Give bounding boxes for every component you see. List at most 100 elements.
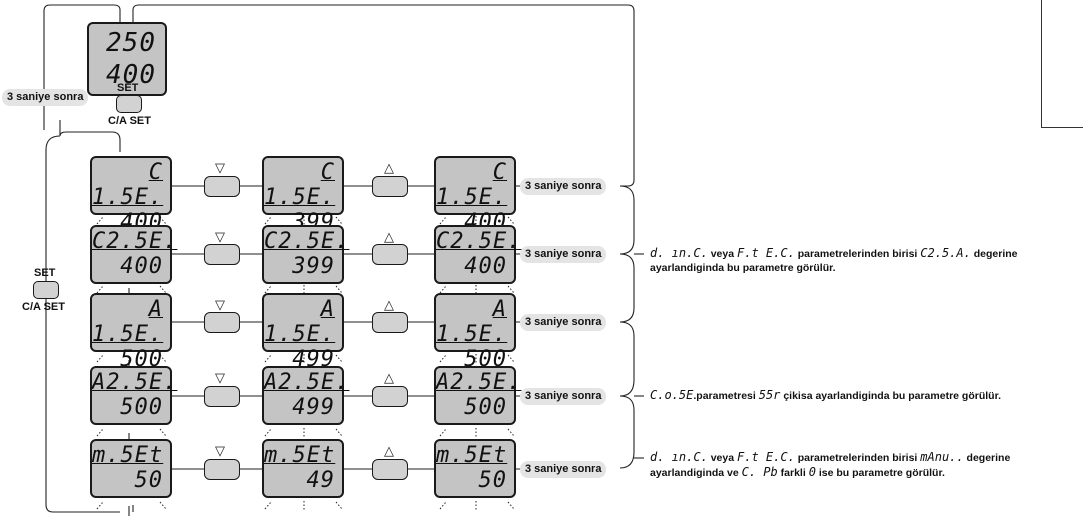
display-c2se-3: C2.5E.400 — [434, 225, 522, 284]
down-arrow-icon: ▽ — [215, 229, 225, 244]
down-button[interactable] — [204, 244, 240, 265]
display-parameter: C 1.5E. — [436, 160, 508, 210]
down-arrow-icon: ▽ — [215, 370, 225, 385]
delay-label: 3 saniye sonra — [520, 314, 607, 331]
down-arrow-icon: ▽ — [215, 443, 225, 458]
note-text: farkli — [777, 467, 809, 479]
top-ca-set-label: C/A SET — [108, 115, 151, 127]
display-c1se-3: C 1.5E.400 — [434, 156, 516, 235]
up-button[interactable] — [372, 386, 408, 407]
segment-code: C. Pb — [741, 465, 778, 479]
segment-code: F.t E.C. — [737, 450, 795, 464]
delay-label: 3 saniye sonra — [520, 178, 607, 195]
corner-frame — [1041, 0, 1083, 128]
display-a1se-2: A 1.5E.499 — [262, 293, 344, 372]
down-button[interactable] — [204, 312, 240, 333]
display-a2se-2: A2.5E.499 — [262, 366, 350, 425]
top-set-button[interactable] — [116, 95, 142, 113]
segment-code: C2.5.A. — [920, 246, 971, 260]
note-text: çikisa ayarlandiginda bu parametre görül… — [780, 390, 1001, 402]
display-parameter: C2.5E. — [264, 229, 350, 254]
display-value: 49 — [306, 468, 335, 493]
display-parameter: C2.5E. — [92, 229, 178, 254]
display-parameter: C 1.5E. — [264, 160, 336, 210]
note-text: ayarlandiginda ve — [650, 467, 742, 479]
down-button[interactable] — [204, 459, 240, 480]
segment-code: 0 — [808, 465, 816, 479]
note-text: ise bu parametre görülür. — [815, 467, 945, 479]
display-c1se-1: C 1.5E.400 — [90, 156, 172, 235]
note-manu: d. ın.C. veya F.t E.C. parametrelerinden… — [650, 450, 1070, 480]
segment-code: mAnu.. — [920, 450, 964, 464]
display-parameter: C 1.5E. — [92, 160, 164, 210]
note-text: parametrelerinden birisi — [794, 248, 921, 260]
display-value: 400 — [120, 254, 163, 279]
up-arrow-icon: △ — [384, 160, 394, 175]
display-a2se-1: A2.5E.500 — [90, 366, 178, 425]
down-arrow-icon: ▽ — [215, 297, 225, 312]
display-parameter: A 1.5E. — [436, 297, 508, 347]
side-ca-set-label: C/A SET — [22, 301, 65, 313]
display-a1se-3: A 1.5E.500 — [434, 293, 516, 372]
up-arrow-icon: △ — [384, 229, 394, 244]
display-parameter: m.5Et — [264, 443, 336, 468]
note-coSE: C.o.5E.parametresi 55r çikisa ayarlandig… — [650, 388, 1070, 403]
display-a2se-3: A2.5E.500 — [434, 366, 522, 425]
top-display-line2: 400 — [106, 60, 156, 90]
display-value: 50 — [134, 468, 163, 493]
display-parameter: C2.5E. — [436, 229, 522, 254]
display-c1se-2: C 1.5E.399 — [262, 156, 344, 235]
up-button[interactable] — [372, 244, 408, 265]
display-c2se-2: C2.5E.399 — [262, 225, 350, 284]
note-text: veya — [707, 452, 737, 464]
down-button[interactable] — [204, 176, 240, 197]
note-text: degerine — [963, 452, 1011, 464]
display-a1se-1: A 1.5E.500 — [90, 293, 172, 372]
note-c2sa: d. ın.C. veya F.t E.C. parametrelerinden… — [650, 246, 1070, 275]
note-text: ayarlandiginda bu parametre görülür. — [650, 262, 836, 274]
display-value: 500 — [464, 395, 507, 420]
display-value: 399 — [292, 254, 335, 279]
display-parameter: m.5Et — [436, 443, 508, 468]
display-parameter: A 1.5E. — [92, 297, 164, 347]
display-parameter: A2.5E. — [264, 370, 350, 395]
top-display: 250 400 — [87, 22, 167, 96]
segment-code: d. ın.C. — [650, 450, 708, 464]
up-arrow-icon: △ — [384, 443, 394, 458]
display-value: 400 — [464, 254, 507, 279]
side-set-button[interactable] — [33, 281, 59, 299]
up-arrow-icon: △ — [384, 370, 394, 385]
note-text: .parametresi — [693, 390, 759, 402]
delay-label: 3 saniye sonra — [520, 246, 607, 263]
down-arrow-icon: ▽ — [215, 160, 225, 175]
delay-label: 3 saniye sonra — [520, 388, 607, 405]
segment-code: F.t E.C. — [737, 246, 795, 260]
up-button[interactable] — [372, 176, 408, 197]
segment-code: C.o.5E — [650, 388, 694, 402]
note-text: degerine — [970, 248, 1018, 260]
display-parameter: A 1.5E. — [264, 297, 336, 347]
side-set-label: SET — [34, 267, 56, 279]
display-parameter: A2.5E. — [92, 370, 178, 395]
display-c2se-1: C2.5E.400 — [90, 225, 178, 284]
display-parameter: A2.5E. — [436, 370, 522, 395]
display-value: 499 — [292, 395, 335, 420]
display-parameter: m.5Et — [92, 443, 164, 468]
note-text: parametrelerinden birisi — [794, 452, 921, 464]
down-button[interactable] — [204, 386, 240, 407]
up-button[interactable] — [372, 459, 408, 480]
up-arrow-icon: △ — [384, 297, 394, 312]
display-value: 500 — [120, 395, 163, 420]
segment-code: d. ın.C. — [650, 246, 708, 260]
note-text: veya — [707, 248, 737, 260]
up-button[interactable] — [372, 312, 408, 333]
display-value: 50 — [478, 468, 507, 493]
segment-code: 55r — [758, 388, 781, 402]
top-set-label: SET — [117, 82, 139, 94]
top-delay-label: 3 saniye sonra — [2, 89, 89, 106]
delay-label: 3 saniye sonra — [520, 461, 607, 478]
top-display-line1: 250 — [106, 28, 156, 58]
